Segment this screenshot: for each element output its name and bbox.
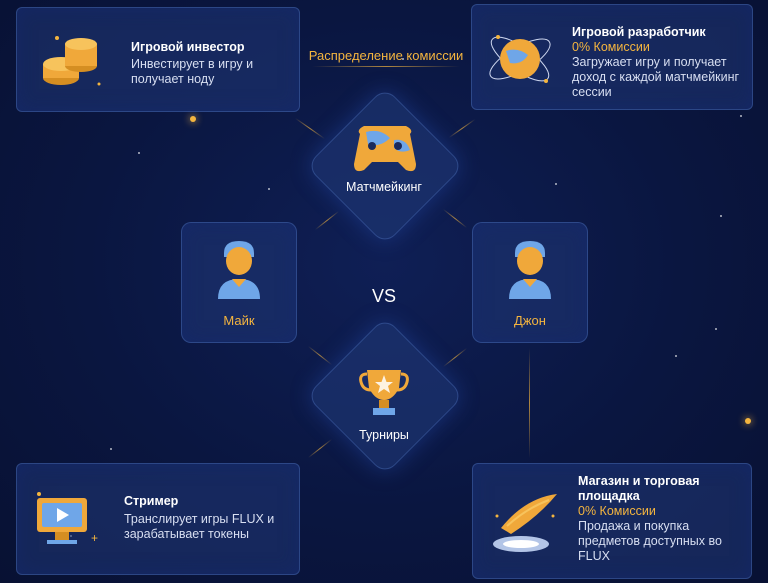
marketplace-card: Магазин и торговая площадка 0% Комиссии … [472, 463, 752, 579]
portal-item-icon [493, 494, 557, 552]
connector-line [314, 210, 340, 231]
connector-line [307, 345, 333, 366]
marketplace-commission: 0% Комиссии [578, 504, 656, 518]
star [720, 215, 722, 217]
star [402, 58, 404, 60]
developer-commission: 0% Комиссии [572, 40, 650, 54]
investor-title: Игровой инвестор [131, 40, 245, 54]
versus-label: VS [371, 286, 396, 306]
matchmaking-label: Матчмейкинг [346, 180, 422, 194]
vertical-connector [529, 348, 530, 458]
svg-text:+: + [91, 531, 98, 545]
user-icon [509, 241, 551, 299]
commission-distribution-title: Распределение комиссии [308, 48, 464, 63]
connector-line [442, 208, 468, 229]
user-icon [218, 241, 260, 299]
trophy-icon [359, 370, 409, 415]
streamer-title: Стример [124, 494, 179, 508]
player-card-right: Джон [472, 222, 588, 343]
player-card-left: Майк [181, 222, 297, 343]
marketplace-title: Магазин и торговая площадка [578, 474, 700, 503]
investor-card: Игровой инвестор Инвестирует в игру и по… [16, 7, 300, 112]
star [740, 115, 742, 117]
marketplace-description: Продажа и покупка предметов доступных во… [578, 519, 722, 563]
glow-dot [745, 418, 751, 424]
star [110, 448, 112, 450]
connector-line [448, 118, 476, 139]
star [715, 328, 717, 330]
glow-dot [190, 116, 196, 122]
developer-title: Игровой разработчик [572, 25, 706, 39]
star [268, 188, 270, 190]
streamer-card: + Стример Транслирует игры FLUX и зараба… [16, 463, 300, 575]
star [555, 183, 557, 185]
developer-description: Загружает игру и получает доход с каждой… [572, 55, 740, 99]
star [138, 152, 140, 154]
streamer-description: Транслирует игры FLUX и зарабатывает ток… [124, 512, 275, 541]
tournaments-label: Турниры [359, 428, 409, 442]
investor-description: Инвестирует в игру и получает ноду [131, 57, 254, 86]
coins-icon [43, 36, 101, 86]
monitor-play-icon: + [37, 492, 98, 545]
star [675, 355, 677, 357]
connector-line [307, 438, 333, 459]
player-name-left: Майк [223, 313, 255, 328]
connector-line [294, 117, 326, 140]
developer-card: Игровой разработчик 0% Комиссии Загружае… [471, 4, 753, 110]
connector-line [442, 347, 468, 368]
header-underline [312, 66, 460, 67]
player-name-right: Джон [514, 313, 546, 328]
planet-icon [489, 35, 551, 83]
gamepad-icon [354, 126, 416, 172]
